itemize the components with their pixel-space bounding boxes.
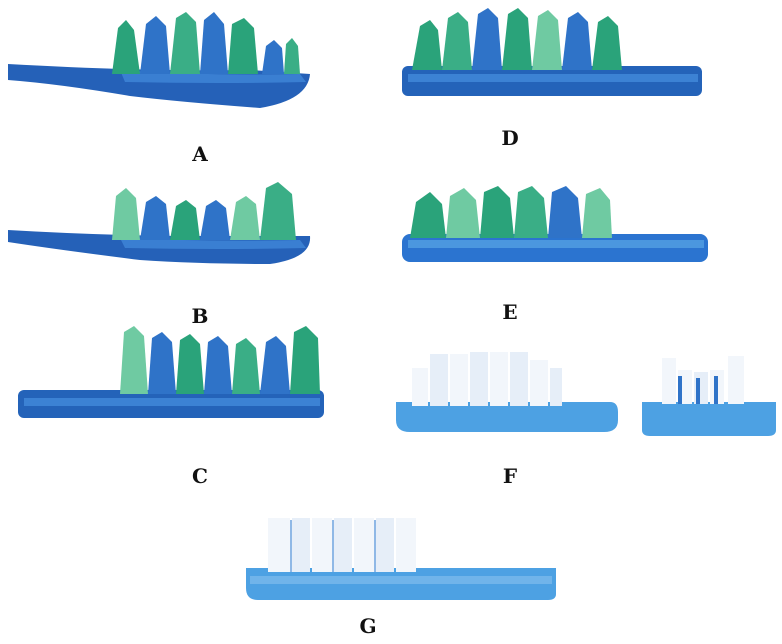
toothbrush-image-g xyxy=(240,512,570,608)
panel-label-c: C xyxy=(192,464,208,488)
panel-label-d: D xyxy=(501,126,519,150)
panel-label-g: G xyxy=(359,614,377,638)
toothbrush-image-b xyxy=(0,172,340,280)
toothbrush-image-c xyxy=(0,320,340,430)
panel-label-b: B xyxy=(191,304,209,328)
toothbrush-image-f xyxy=(390,346,782,442)
toothbrush-image-d xyxy=(390,0,782,110)
panel-label-a: A xyxy=(192,142,208,166)
panel-label-f: F xyxy=(502,464,518,488)
toothbrush-image-a xyxy=(0,0,340,120)
panel-label-e: E xyxy=(502,300,518,324)
toothbrush-image-e xyxy=(390,176,782,272)
